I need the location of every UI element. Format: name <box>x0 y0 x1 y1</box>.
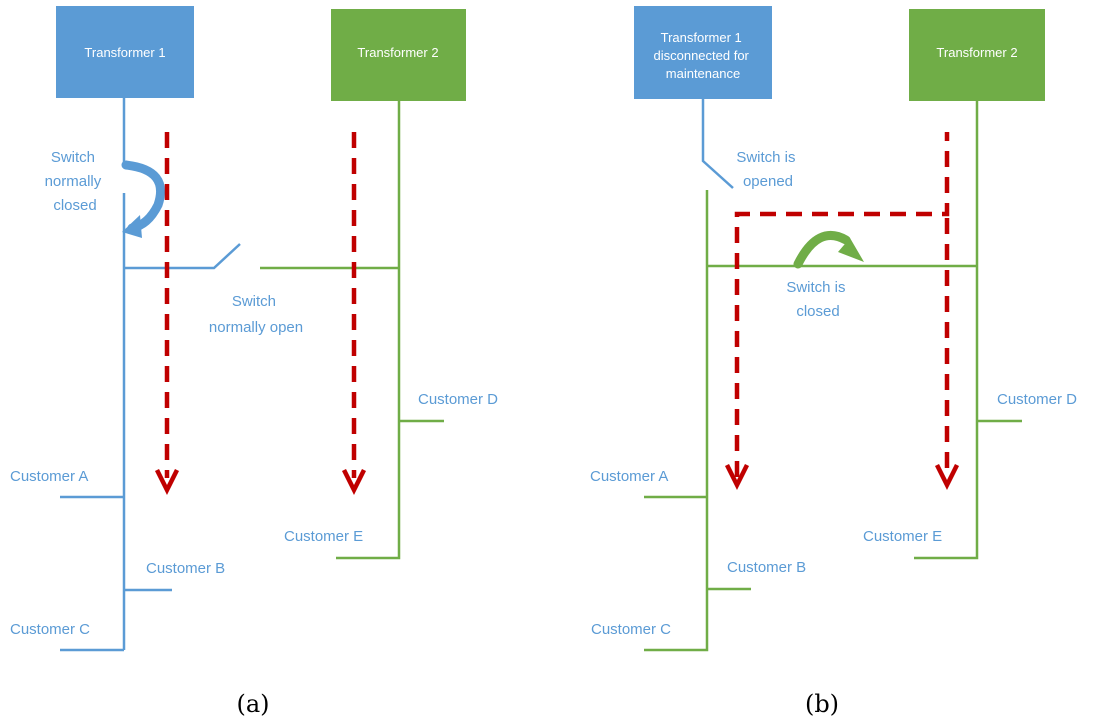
customer-b-label: Customer B <box>146 560 225 577</box>
feeder-2 <box>336 101 401 560</box>
customer-a-label: Customer A <box>590 468 668 485</box>
switch-is-closed-label: Switch is closed <box>786 279 849 320</box>
transformer-2-label: Transformer 2 <box>936 45 1017 60</box>
down-arrow-icon <box>341 132 367 496</box>
opened-switch <box>701 99 734 189</box>
tie-line-left <box>124 243 241 270</box>
customer-a-label: Customer A <box>10 468 88 485</box>
customer-c-label: Customer C <box>10 621 90 638</box>
curved-arrow-icon <box>793 231 864 269</box>
transformer-1-box <box>56 6 194 98</box>
down-arrow-icon <box>724 132 950 491</box>
transformer-2-label: Transformer 2 <box>357 45 438 60</box>
customer-e-label: Customer E <box>284 528 363 545</box>
switch-normally-closed-label: Switch normally closed <box>45 149 106 214</box>
curved-arrow-icon <box>121 160 166 238</box>
customer-e-label: Customer E <box>863 528 942 545</box>
switch-normally-open-label: Switch normally open <box>209 293 303 336</box>
customer-d-label: Customer D <box>997 391 1077 408</box>
transformer-2-box <box>331 9 466 101</box>
switch-is-opened-label: Switch is opened <box>736 149 799 190</box>
feeder-2 <box>914 101 979 560</box>
feeder-left-green <box>644 190 709 652</box>
transformer-1-label: Transformer 1 <box>84 45 165 60</box>
down-arrow-icon <box>154 132 180 496</box>
customer-d-label: Customer D <box>418 391 498 408</box>
transformer-2-box <box>909 9 1045 101</box>
panel-a: Transformer 1 Transformer 2 <box>10 6 498 718</box>
transformer-1-label: Transformer 1 disconnected for maintenan… <box>653 30 752 81</box>
caption-b: (b) <box>805 690 839 718</box>
caption-a: (a) <box>236 690 269 718</box>
panel-b: Transformer 1 disconnected for maintenan… <box>590 6 1077 718</box>
down-arrow-icon <box>934 218 960 491</box>
customer-c-label: Customer C <box>591 621 671 638</box>
customer-b-label: Customer B <box>727 559 806 576</box>
transformer-1-box <box>634 6 772 99</box>
